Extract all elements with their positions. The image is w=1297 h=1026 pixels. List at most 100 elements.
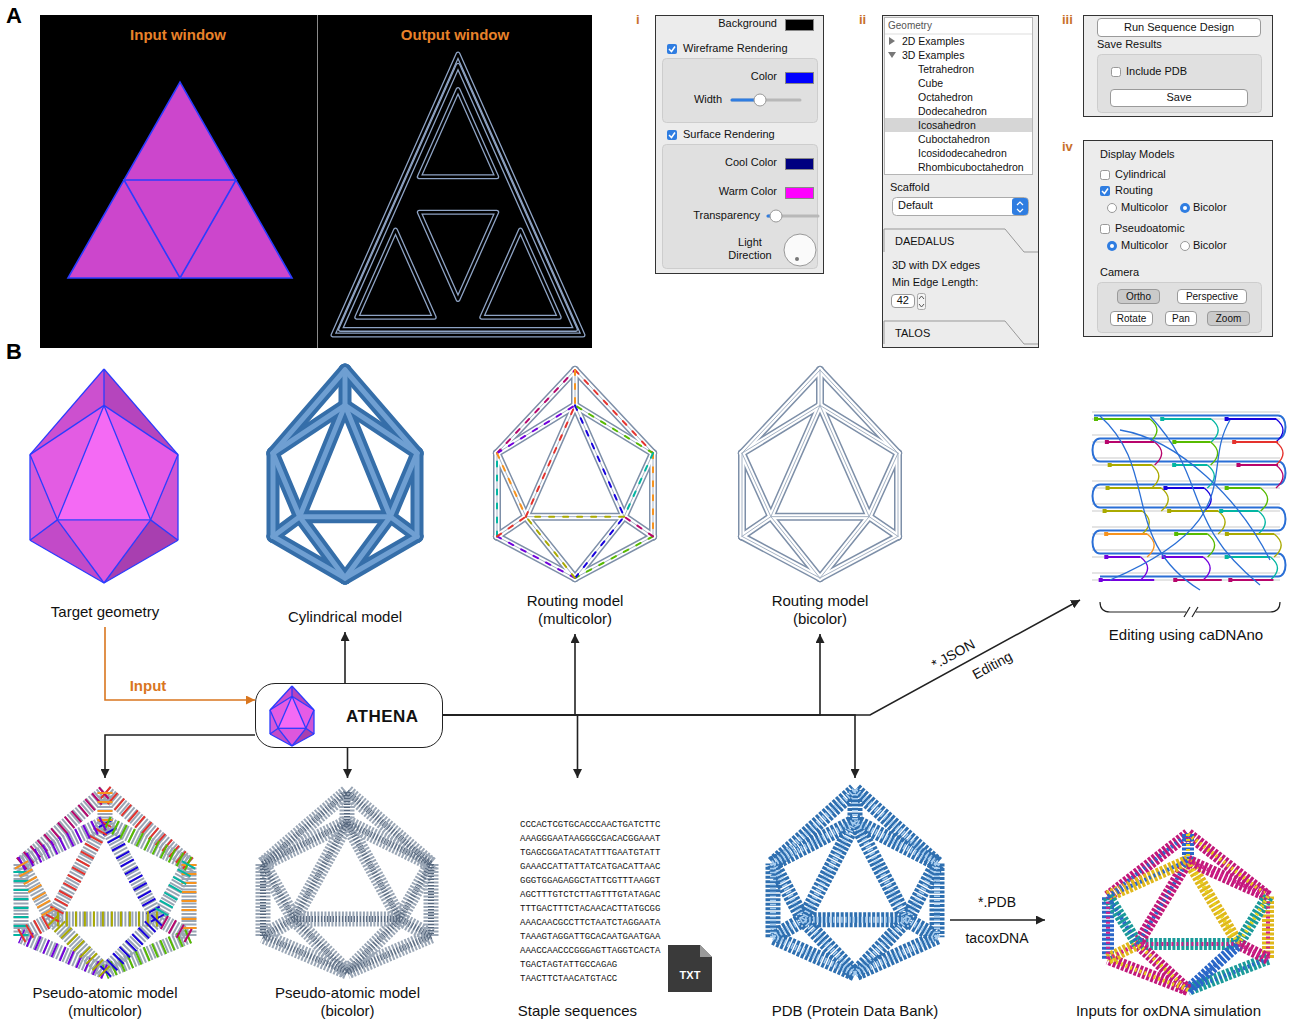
camera-button: Pan [1165, 311, 1197, 326]
edge-label: *.PDB [976, 894, 1018, 911]
ui-label: Light Direction [722, 236, 778, 261]
save-panel-art [1084, 16, 1273, 117]
tab-outline [884, 229, 1038, 252]
staple-end [1094, 417, 1098, 421]
staple-strand [1227, 533, 1274, 535]
staple-end [1174, 532, 1178, 536]
dropdown-field [893, 198, 1029, 216]
helix-bundle [1238, 896, 1268, 944]
helix-bundle [345, 517, 390, 578]
ui-label: Multicolor [1121, 201, 1168, 214]
ui-label: Icosahedron [918, 119, 976, 132]
helix-bundle [907, 864, 937, 920]
ui-label: Scaffold [890, 181, 930, 194]
helix-bundle [300, 517, 345, 578]
helix-bundle [855, 937, 937, 974]
staple-end [1225, 417, 1229, 421]
helix-bundle [820, 370, 821, 405]
wireframe-edge-core [333, 54, 583, 335]
helix-bundle [21, 823, 105, 864]
helix-bundle [263, 864, 294, 919]
staple-end [1103, 509, 1107, 513]
ui-label: Surface Rendering [683, 128, 775, 141]
staple-end [1172, 440, 1176, 444]
staple-crossover [1211, 442, 1218, 465]
helix-bundle [652, 453, 654, 536]
staple-strand [1162, 418, 1211, 420]
polyhedron-edge [30, 369, 104, 455]
ui-label: Width [694, 93, 722, 106]
staple-strand [1174, 464, 1207, 466]
figure-panel: Pseudo-atomic model (multicolor) [10, 778, 200, 1026]
helix-bundle [105, 936, 189, 972]
staple-strand [1110, 464, 1152, 466]
staple-crossover [1261, 488, 1268, 511]
staple-end [1106, 486, 1110, 490]
flow-arrow [344, 632, 346, 683]
scaffold-dropdown: Default [892, 197, 1028, 215]
figure-panel: Inputs for oxDNA simulation [1045, 828, 1292, 1026]
list-box [885, 18, 1033, 175]
flow-arrow [950, 919, 1045, 921]
ui-label: Icosidodecahedron [918, 147, 1007, 160]
file-body [668, 945, 712, 992]
radio-empty [1108, 204, 1117, 213]
checkmark [1102, 189, 1108, 194]
helix-layer [263, 792, 431, 972]
staple-end [1108, 463, 1112, 467]
group-box [1098, 55, 1262, 113]
helix-track [1092, 419, 1280, 420]
staple-end [1105, 440, 1109, 444]
pseudoatomic-model-multicolor [21, 792, 189, 972]
ui-label: Routing [1115, 184, 1153, 197]
helix-bundle [1138, 861, 1188, 944]
figure-caption: Target geometry [20, 603, 190, 621]
helix-bundle [869, 517, 898, 537]
flow-arrow [443, 634, 575, 715]
helix-bundle [820, 405, 869, 516]
sequence-line: TAACTTCTAACATGTACC [520, 975, 617, 985]
figure-caption: Staple sequences [493, 1002, 663, 1020]
polyhedron-edge [270, 686, 292, 710]
helix-bundle [300, 510, 391, 523]
ui-label: Tetrahedron [918, 63, 974, 76]
helix-bundle [526, 405, 575, 516]
helix-bundle [105, 792, 189, 864]
group-box [1098, 283, 1262, 333]
helix-bundle [1108, 896, 1138, 944]
polyhedron-edge [151, 455, 178, 520]
long-crossover [1100, 416, 1200, 590]
radio-selected [1180, 203, 1190, 213]
helix-bundle [497, 453, 526, 516]
flow-arrow [443, 634, 820, 715]
ui-label: 2D Examples [902, 35, 964, 48]
helix-bundle [294, 911, 400, 926]
polyhedron-edge [57, 405, 104, 519]
subpanel-numeral: i [636, 12, 640, 28]
helix-bundle [496, 453, 498, 536]
display-panel: OrthoPerspectiveRotatePanZoomDisplay Mod… [1083, 140, 1272, 336]
polyhedron-edge [292, 728, 306, 746]
helix-bundle [347, 919, 400, 972]
helix-bundle [263, 864, 294, 919]
staple-strand [1105, 510, 1143, 512]
helix-bundle [575, 370, 653, 453]
ui-label: Cube [918, 77, 943, 90]
polyhedron-edge [313, 710, 314, 734]
group-box [663, 145, 818, 269]
polyhedron-edge [292, 686, 314, 710]
helix-bundle [21, 864, 52, 919]
helix-bundle [575, 370, 653, 453]
disclosure-open [888, 52, 896, 58]
button-label: Save [1166, 91, 1191, 104]
radio-empty [1181, 242, 1190, 251]
helix-bundle [526, 517, 575, 578]
helix-bundle [1108, 834, 1188, 896]
sequence-line: TGACTAGTATTGCCAGAG [520, 961, 617, 971]
slider-knob [754, 94, 766, 106]
helix-bundle [497, 536, 575, 578]
helix-bundle [742, 453, 771, 516]
input-triangle [68, 82, 292, 278]
subpanel-numeral: iii [1062, 12, 1073, 28]
